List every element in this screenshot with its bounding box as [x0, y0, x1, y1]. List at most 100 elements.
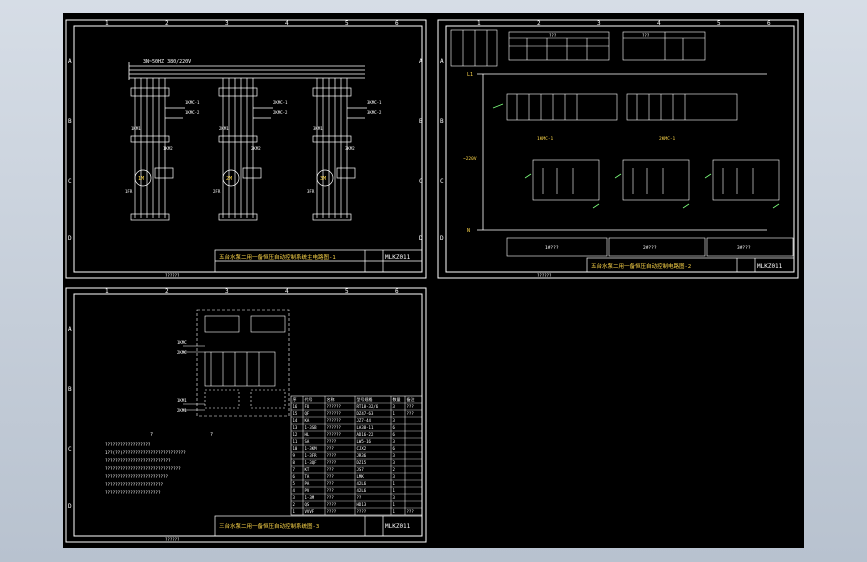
motor-branch-1[interactable]: [130, 78, 185, 221]
relay-label: 2KMC-1: [659, 136, 676, 142]
bom-cell: 1-3M: [305, 495, 315, 500]
cad-model-space[interactable]: 1 2 3 4 5 6 A B C D A B C D 3N~50HZ 380/…: [63, 13, 804, 548]
bom-header-cell: 序: [293, 396, 297, 402]
bom-cell: CJX2: [357, 446, 367, 451]
bom-cell: ???: [407, 509, 415, 514]
col-number: 1: [477, 20, 481, 27]
bom-cell: ????: [327, 460, 337, 465]
bom-cell: 1: [393, 481, 396, 486]
contactor-label: 1KM1: [131, 126, 141, 131]
bom-cell: ???: [327, 467, 335, 472]
row-letter: D: [419, 235, 423, 242]
panel-layout[interactable]: [183, 309, 290, 417]
bom-cell: ???: [407, 411, 415, 416]
bom-cell: HL: [305, 432, 310, 437]
title-block: [214, 249, 423, 273]
bom-cell: ???: [327, 446, 335, 451]
column-numbers: 1 2 3 4 5 6: [105, 288, 399, 295]
bom-cell: LA38-11: [357, 425, 374, 430]
drawing-number: MLKZ011: [757, 263, 783, 270]
bom-cell: 8: [293, 460, 296, 465]
row-letter: D: [68, 503, 72, 510]
top-tables: [450, 29, 706, 67]
bom-header-cell: 数量: [393, 396, 401, 402]
green-contacts: [492, 103, 780, 209]
outer-frame: [65, 19, 427, 279]
bom-cell: 2: [293, 502, 296, 507]
bom-cell: 6: [293, 474, 296, 479]
bom-cell: ??????: [327, 432, 342, 437]
row-letter: A: [440, 58, 444, 65]
bom-cell: ???: [407, 404, 415, 409]
sheet-system-diagram[interactable]: 1 2 3 4 5 6 A B C D 1KMC 2KMC 1KM: [65, 286, 427, 544]
table-header: ???: [549, 33, 557, 38]
sheet-title: 三台水泵二用一备恒压自动控制系统图-3: [219, 522, 319, 530]
row-letter: B: [419, 118, 423, 125]
col-number: 4: [285, 288, 289, 295]
bom-cell: 4: [293, 488, 296, 493]
panel-label: 2KMC: [177, 350, 187, 355]
bom-cell: 3: [393, 495, 396, 500]
contactor-label: 1KM2: [163, 146, 173, 151]
bom-cell: 10: [293, 446, 298, 451]
table-header: ???: [642, 33, 650, 38]
contactor-label: 3KM1: [313, 126, 323, 131]
note-line: ?????????????????????????: [105, 474, 169, 479]
bom-header-cell: 备注: [407, 396, 415, 402]
bom-cell: 9: [293, 453, 296, 458]
power-rails: [477, 73, 767, 231]
bom-cell: 3: [393, 474, 396, 479]
bom-cell: FU: [305, 404, 310, 409]
notes-heading: ?: [150, 432, 153, 438]
bom-cell: 1: [393, 488, 396, 493]
col-number: 3: [225, 288, 229, 295]
voltage-label: ~220V: [463, 156, 477, 162]
motor-branch-2[interactable]: [218, 78, 273, 221]
outer-frame: [437, 19, 799, 279]
inner-frame: [445, 25, 795, 273]
bom-cell: ??????: [327, 411, 342, 416]
drawing-number: MLKZ011: [385, 254, 411, 261]
outer-frame: [65, 287, 427, 543]
row-letter: B: [68, 386, 72, 393]
overload-label: 2FR: [213, 189, 221, 194]
bom-cell: LW5-16: [357, 439, 372, 444]
contactor-label: 2KM1: [219, 126, 229, 131]
bom-cell: ????: [327, 453, 337, 458]
col-number: 6: [395, 20, 399, 27]
bom-cell: ??: [357, 495, 362, 500]
row-letter: C: [440, 178, 444, 185]
bom-cell: 42L6: [357, 481, 367, 486]
overload-label: 3FR: [307, 189, 315, 194]
bom-cell: 7: [293, 467, 296, 472]
supply-label: 3N~50HZ 380/220V: [143, 59, 191, 65]
panel-label: 1KMC: [177, 340, 187, 345]
row-letter: C: [68, 178, 72, 185]
bom-cell: ???: [327, 481, 335, 486]
note-line: ??????????????????????????????: [105, 466, 181, 471]
row-letter: A: [68, 58, 72, 65]
bom-cell: VVVF: [305, 509, 315, 514]
row-letter: C: [68, 446, 72, 453]
bom-cell: 6: [393, 432, 396, 437]
bom-cell: ????: [327, 439, 337, 444]
panel-label: 2KM1: [177, 408, 187, 413]
bom-cell: 42L6: [357, 488, 367, 493]
bom-header-cell: 代号: [305, 396, 313, 402]
sheet-main-circuit[interactable]: 1 2 3 4 5 6 A B C D A B C D 3N~50HZ 380/…: [65, 18, 427, 280]
contactor-label: 3KM2: [345, 146, 355, 151]
bom-cell: 11: [293, 439, 298, 444]
bottom-boxes: [506, 237, 794, 257]
row-letters: A B C D: [440, 58, 444, 242]
bom-cell: PA: [305, 481, 310, 486]
footer-code: ??????: [537, 273, 552, 278]
sheet-control-circuit[interactable]: 1 2 3 4 5 6 A B C D ??? ???: [437, 18, 799, 280]
sheet-title: 五台水泵二用一备恒压自动控制系统主电路图-1: [219, 253, 336, 261]
bom-cell: 3: [393, 404, 396, 409]
column-numbers: 1 2 3 4 5 6: [477, 20, 771, 27]
bom-cell: 1-3QF: [305, 460, 318, 465]
motor-branch-3[interactable]: [312, 78, 367, 221]
bom-cell: 3: [393, 453, 396, 458]
col-number: 5: [345, 20, 349, 27]
relay-rungs[interactable]: [506, 93, 780, 201]
